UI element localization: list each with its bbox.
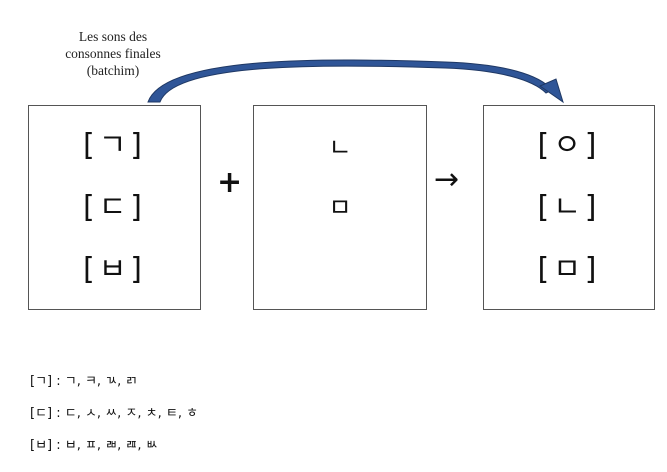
sound-n: [ㄴ] <box>537 190 601 225</box>
plus-operator: + <box>217 165 243 200</box>
curved-arrow-band <box>147 59 553 103</box>
consonant-m: ㅁ <box>328 193 352 222</box>
nasal-consonants-box: ㄴ ㅁ <box>253 105 427 310</box>
note-d-group: [ㄷ] : ㄷ, ㅅ, ㅆ, ㅈ, ㅊ, ㅌ, ㅎ <box>30 406 199 421</box>
sound-m: [ㅁ] <box>537 252 601 287</box>
consonant-n: ㄴ <box>328 133 352 162</box>
caption-line-1: Les sons des <box>78 29 148 44</box>
sound-d: [ㄷ] <box>82 190 146 225</box>
result-arrow: → <box>434 162 460 197</box>
sound-ng: [ㅇ] <box>537 128 601 163</box>
nasalized-sounds-box: [ㅇ] [ㄴ] [ㅁ] <box>483 105 655 310</box>
caption-line-3: (batchim) <box>86 63 140 78</box>
caption-line-2: consonnes finales <box>65 46 161 61</box>
batchim-caption: Les sons des consonnes finales (batchim) <box>48 28 178 79</box>
note-b-group: [ㅂ] : ㅂ, ㅍ, ㄼ, ㄿ, ㅄ <box>30 438 158 453</box>
curved-arrow-head <box>538 78 564 104</box>
note-g-group: [ㄱ] : ㄱ, ㅋ, ㄳ, ㄺ <box>30 374 138 389</box>
final-consonant-sounds-box: [ㄱ] [ㄷ] [ㅂ] <box>28 105 201 310</box>
sound-b: [ㅂ] <box>82 252 146 287</box>
sound-g: [ㄱ] <box>82 128 146 163</box>
